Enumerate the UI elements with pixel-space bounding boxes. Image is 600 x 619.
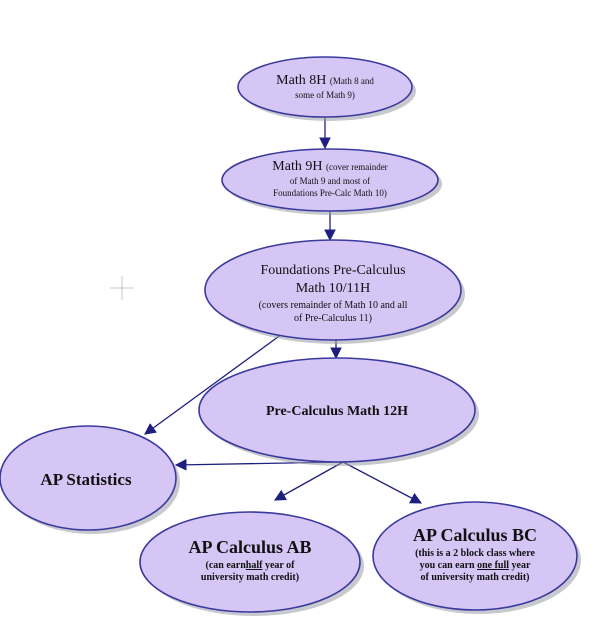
svg-text:Math 10/11H: Math 10/11H (296, 281, 371, 296)
edge-precalc-bc (342, 461, 423, 504)
node-ap-statistics: AP Statistics (0, 425, 180, 534)
crosshair-cursor-icon (110, 276, 134, 300)
edge-foundations-stats (144, 333, 283, 435)
svg-text:you can earn one full year: you can earn one full year (420, 560, 531, 571)
svg-text:of Pre-Calculus 11): of Pre-Calculus 11) (294, 313, 372, 324)
svg-text:some of Math 9): some of Math 9) (295, 90, 355, 100)
node-math-9h: Math 9H (cover remainder of Math 9 and m… (221, 148, 442, 215)
node-ap-calculus-ab: AP Calculus AB (can earnhalf year of uni… (139, 511, 364, 616)
node-pre-calculus-12h: Pre-Calculus Math 12H (198, 357, 479, 466)
svg-text:(can earnhalf year of: (can earnhalf year of (206, 560, 296, 571)
svg-text:Math 8H (Math 8 and: Math 8H (Math 8 and (276, 73, 374, 88)
node-ap-calculus-bc: AP Calculus BC (this is a 2 block class … (372, 501, 581, 614)
svg-text:university math credit): university math credit) (201, 572, 299, 583)
node-math-8h: Math 8H (Math 8 and some of Math 9) (237, 56, 416, 121)
svg-text:(covers remainder of Math 10: (covers remainder of Math 10 and all (259, 300, 408, 311)
edge-precalc-ab (273, 461, 344, 501)
svg-text:(this is a 2 block class where: (this is a 2 block class where (415, 548, 535, 559)
svg-text:Pre-Calculus Math 12H: Pre-Calculus Math 12H (266, 404, 408, 419)
svg-text:Foundations Pre-Calculus: Foundations Pre-Calculus (260, 263, 405, 278)
svg-text:AP Calculus AB: AP Calculus AB (188, 537, 311, 557)
svg-text:of university math credit): of university math credit) (421, 572, 530, 583)
svg-text:of Math 9 and most of: of Math 9 and most of (290, 176, 370, 186)
svg-text:Foundations Pre-Calc Math 10): Foundations Pre-Calc Math 10) (273, 188, 387, 198)
svg-text:AP Calculus BC: AP Calculus BC (413, 525, 537, 545)
node-foundations-pre-calculus: Foundations Pre-Calculus Math 10/11H (co… (204, 239, 465, 344)
svg-text:AP Statistics: AP Statistics (40, 470, 132, 489)
svg-text:Math 9H (cover remainder: Math 9H (cover remainder (272, 159, 387, 174)
